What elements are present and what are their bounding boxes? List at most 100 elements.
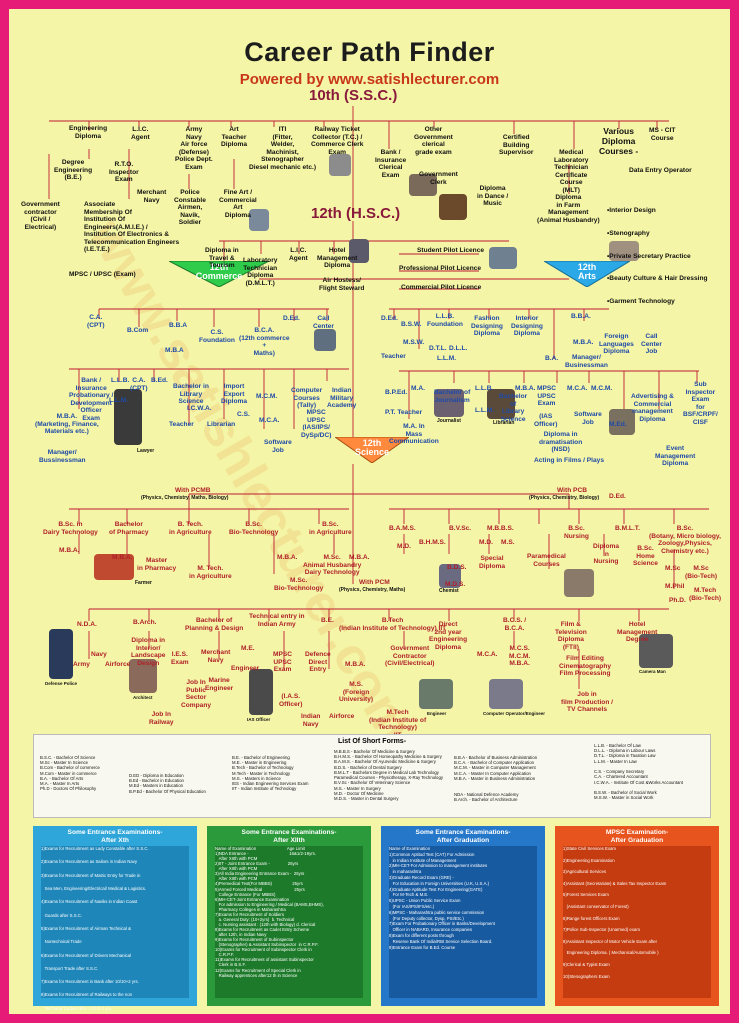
node-pro-pilot: Professional Pilot Licence (399, 265, 482, 272)
commerce-label: 12th Commerce (195, 262, 243, 282)
arts-label: 12th Arts (577, 262, 597, 282)
poster-canvas: www.satishlecturer.com (9, 9, 730, 1014)
node-call-center: Call Center (313, 315, 334, 330)
powered-by: Powered by www.satishlecturer.com (239, 71, 500, 88)
nurse-icon (564, 569, 594, 597)
node-army: Army (73, 661, 90, 668)
node-pcb-sub: (Physics, Chemistry, Biology) (529, 495, 600, 501)
node-hsc-lic: L.I.C. Agent (289, 247, 308, 262)
node-bank-po: Bank / Insurance Probationary / Developm… (69, 377, 114, 422)
node-indian-military: Indian Military Academy (327, 387, 357, 410)
node-merchant-navy: Merchant Navy (137, 189, 167, 204)
node-b-pharmacy: Bachelor of Pharmacy (109, 521, 149, 536)
chemist-icon (439, 564, 461, 588)
node-sci-mba-4: M.B.A. (349, 554, 370, 561)
farmer-tractor-icon (94, 554, 134, 580)
node-mca: M.C.A. (259, 417, 280, 424)
node-manager: Manager/ Bussinessman (39, 449, 86, 464)
node-arts-manager: Manager/ Businessman (565, 354, 608, 369)
diploma-item: •Beauty Culture & Hair Dressing (607, 275, 708, 283)
node-film-production: Job in film Production / TV Channels (561, 691, 614, 714)
node-pt-teacher: P.T. Teacher (385, 409, 423, 416)
node-commercial-pilot: Commercial Pilot Licence (401, 284, 482, 291)
node-bba: B.B.A (169, 322, 187, 329)
node-computer-courses: Computer Courses (Tally) (291, 387, 323, 410)
node-mcm: M.C.M. (256, 393, 278, 400)
node-bsc-science: B.Sc. (Botany, Micro biology, Zoology,Ph… (649, 525, 721, 555)
node-mbbs: M.B.B.S. (487, 525, 514, 532)
ssc-level: 10th (S.S.C.) (309, 87, 398, 104)
node-govt-contractor-pcm: Government Contractor (Civil/Electrical) (385, 645, 435, 668)
node-arts-teacher: Teacher (381, 353, 406, 360)
node-acting: Acting in Films / Plays (534, 457, 604, 464)
node-fine-art: Fine Art / Commercial Art Diploma (219, 189, 257, 219)
node-arts-mpsc: MPSC UPSC Exam (537, 385, 557, 408)
node-dll: D.L.L. (449, 345, 468, 352)
node-computer-operator: Computer Operator/Engineer (483, 711, 546, 716)
node-navy: Navy (91, 651, 107, 658)
short-forms-col-4: M.B.B.S - Bachelor Of Medicine & Surgery… (334, 749, 443, 802)
node-pcm-mca: M.C.A. (477, 651, 498, 658)
diploma-item: •Private Secretary Practice (607, 252, 691, 260)
node-ms-foreign: M.S. (Foreign University) (339, 681, 374, 704)
node-chemist: Chemist (439, 588, 459, 594)
node-arts-llb: L.L.B. (475, 385, 494, 392)
node-llb-foundation: L.L.B. Foundation (427, 313, 463, 328)
node-pcm-sub: (Physics, Chemistry, Maths) (339, 587, 406, 593)
node-dance-music: Diploma in Dance / Music (477, 185, 509, 208)
short-forms-col-3: B.E. - Bachelor of Engineering M.E. - Ma… (232, 755, 309, 792)
exam-box-body: Name of Examination 1)Common Aptitud Tes… (389, 846, 537, 998)
node-mpsc-commerce: MPSC UPSC (IAS/IPS/ DySp/DC) (301, 409, 332, 439)
node-bmlt: B.M.L.T. (615, 525, 640, 532)
node-event-mgmt: Event Management Diploma (655, 445, 696, 468)
node-bcom: B.Com (127, 327, 149, 334)
node-railway-job: Job In Railway (149, 711, 174, 726)
node-home-science: B.Sc. Home Science (633, 545, 658, 568)
node-engineer: Engineer (231, 665, 260, 672)
node-ias-fig: IAS Officer (247, 717, 271, 722)
lawyer-icon (114, 389, 142, 445)
node-bcs-bca: B.C.S. / B.C.A. (503, 617, 527, 632)
node-bds: B.D.S. (447, 564, 467, 571)
node-msc-biotech-2: M.Sc (Bio-Tech) (685, 565, 718, 580)
node-pcb: With PCB (557, 487, 587, 494)
node-med: M.Ed. (609, 421, 627, 428)
short-forms-col-2: D.ED - Diploma in Education B.Ed - Bache… (129, 773, 206, 794)
exam-box-after-10th: Some Entrance Examinations- After Xth 1)… (33, 826, 197, 1011)
node-cs-foundation: C.S. Foundation (199, 329, 235, 344)
node-ca-cpt: C.A. (CPT) (87, 314, 105, 329)
diploma-courses-list: •Interior Design •Stenography •Private S… (607, 192, 708, 321)
node-mtech-biotech: M.Tech (Bio-Tech) (689, 587, 722, 602)
node-rto: R.T.O. Inspector Exam (109, 161, 139, 184)
node-sub-inspector: Sub Inspector Exam for BSF/CRPF/ CISF (683, 381, 718, 426)
musician-icon (439, 194, 467, 220)
node-bed: B.Ed. (151, 377, 168, 384)
node-mphil: M.Phil (665, 583, 685, 590)
node-llb: L.L.B. (111, 377, 130, 384)
node-arts-mba: M.B.A. (573, 339, 594, 346)
node-dtl: D.T.L. (429, 345, 447, 352)
node-building-supervisor: Certified Building Supervisor (499, 134, 534, 157)
node-film-editing: Film Editing Cinematography Film Process… (559, 655, 612, 678)
node-lib-science: Bachelor in Library Science (173, 383, 209, 406)
node-defense-police: Defense Police (45, 681, 78, 686)
node-dmlt: Laboratory Technician Diploma (D.M.L.T.) (243, 257, 278, 287)
node-special-diploma: Special Diploma (479, 555, 506, 570)
node-advertising: Advertising & Commercial management Dipl… (631, 393, 674, 423)
node-arts-llm: L.L.M. (437, 355, 457, 362)
node-technical-army: Technical entry in Indian Army (249, 613, 305, 628)
exam-box-body: 1)State Civil Services Exam 2)Engineerin… (563, 846, 711, 998)
node-various-diploma: Various Diploma Courses - (599, 126, 639, 156)
short-forms-col-6: L.L.B. - Bachelor Of Law D.L.L. - Diplom… (594, 743, 683, 801)
node-me: M.E. (241, 645, 255, 652)
node-direct-2nd-year: Direct 2nd year Engineering Diploma (429, 621, 468, 651)
node-mcs-mcm-mba: M.C.S. M.C.M. M.B.A. (509, 645, 531, 668)
node-travel-tourism: Diploma in Travel & Tourism (205, 247, 239, 270)
node-lawyer: Lawyer (137, 448, 155, 454)
node-btech-iit: B.Tech (Indian Institute of Technology) … (339, 617, 447, 632)
exam-box-title: MPSC Examination- After Graduation (605, 829, 669, 844)
node-police-constable: Police Constable Airmen, Navik, Soldier (174, 189, 206, 227)
exam-box-body: 1)Exams for Recruitment as Lady Constabl… (41, 846, 189, 1011)
short-forms-col-5: B.B.A - Bachelor of Business Administrat… (454, 755, 538, 802)
journalist-icon (434, 389, 464, 417)
